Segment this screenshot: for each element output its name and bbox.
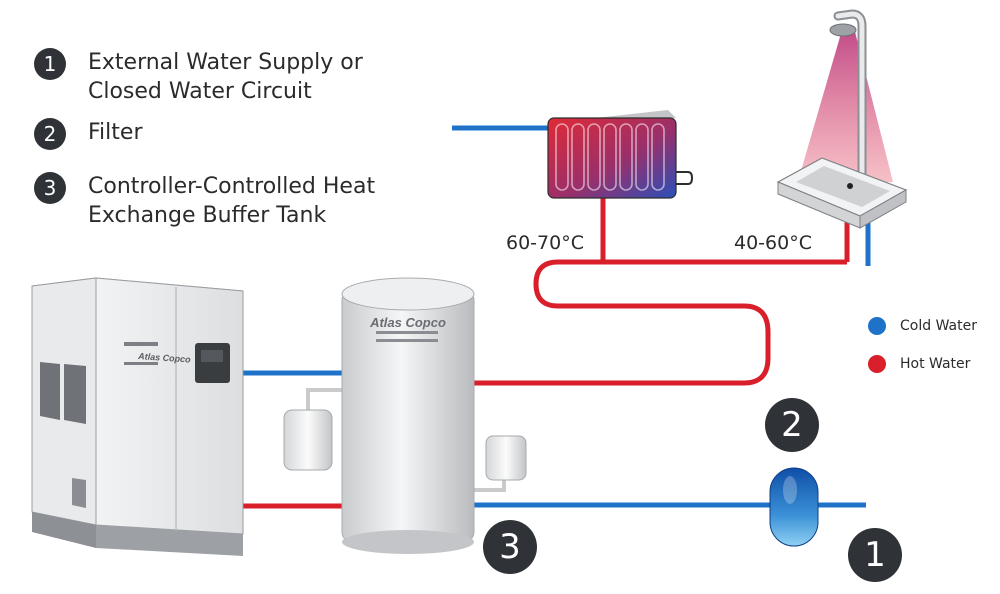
marker-supply: 1 [848, 528, 902, 582]
expansion-vessel-icon [283, 388, 527, 492]
marker-tank: 3 [483, 520, 537, 574]
compressor-logo: Atlas Copco [137, 351, 192, 365]
cold-water-label: Cold Water [900, 318, 977, 334]
shower-icon [776, 9, 908, 229]
legend-number-3: 3 [34, 172, 66, 204]
color-key-cold: Cold Water [868, 317, 977, 335]
shower-temperature: 40-60°C [734, 232, 812, 254]
hot-water-label: Hot Water [900, 356, 971, 372]
legend-item-1: 1 External Water Supply or Closed Water … [34, 48, 363, 106]
buffer-tank-icon [341, 277, 475, 554]
compressor-icon [31, 277, 244, 556]
legend-label-1: External Water Supply or Closed Water Ci… [88, 50, 363, 104]
legend-item-2: 2 Filter [34, 118, 142, 150]
tank-logo: Atlas Copco [369, 315, 446, 330]
legend-item-3: 3 Controller-Controlled Heat Exchange Bu… [34, 172, 375, 230]
marker-filter: 2 [765, 398, 819, 452]
radiator-icon [547, 110, 694, 199]
cold-water-dot [868, 317, 886, 335]
legend-label-2: Filter [88, 120, 143, 145]
hot-water-dot [868, 355, 886, 373]
hot-pipe-serpentine [474, 259, 847, 386]
legend-number-2: 2 [34, 118, 66, 150]
filter-icon [769, 467, 819, 547]
radiator-temperature: 60-70°C [506, 232, 584, 254]
color-key-hot: Hot Water [868, 355, 970, 373]
legend-number-1: 1 [34, 48, 66, 80]
legend-label-3: Controller-Controlled Heat Exchange Buff… [88, 174, 376, 228]
